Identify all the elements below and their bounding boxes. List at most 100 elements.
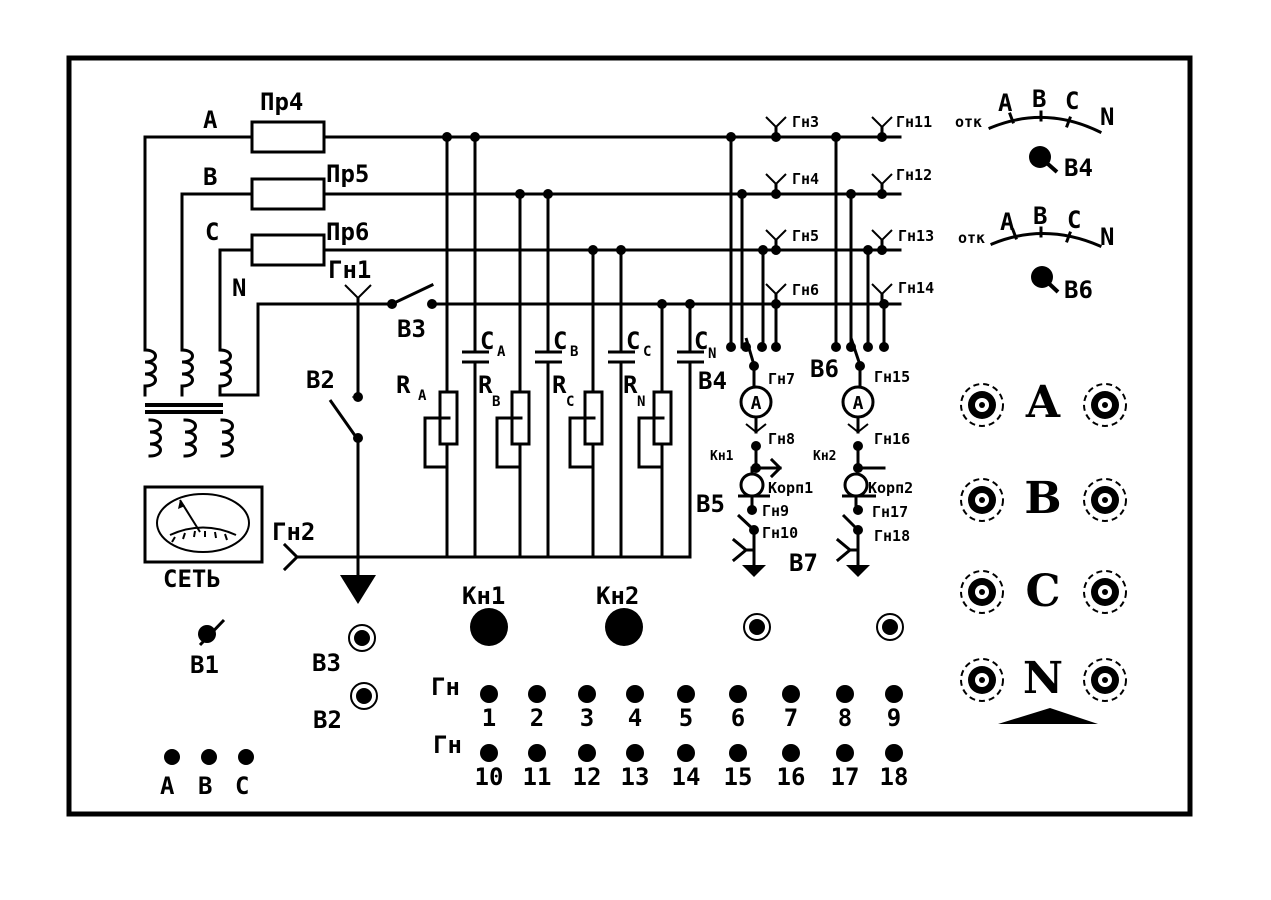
fuse-pr5-label: Пр5 — [326, 160, 369, 188]
terminal-a-left[interactable] — [960, 383, 1004, 427]
socket-gn10-label: Гн10 — [762, 524, 798, 542]
socket-gn11-label: Гн11 — [896, 113, 932, 131]
switch-v4-schematic-label: В4 — [698, 367, 727, 395]
phase-n-label: N — [232, 274, 246, 302]
terminal-a-right[interactable] — [1083, 383, 1127, 427]
socket-gn13-label: Гн13 — [898, 227, 934, 245]
terminal-n-label: N — [1023, 653, 1063, 704]
socket-gn11[interactable] — [528, 744, 546, 762]
button-kn2[interactable] — [605, 608, 643, 646]
switch-v6-panel-label: В6 — [1064, 276, 1093, 304]
terminal-n-right[interactable] — [1083, 658, 1127, 702]
button-kn1-label: Кн1 — [462, 582, 505, 610]
res-n-label: R — [623, 371, 638, 399]
socket-gn8-label: Гн8 — [768, 430, 795, 448]
socket-gn6-label: Гн6 — [792, 281, 819, 299]
socket-gn9[interactable] — [885, 685, 903, 703]
switch-v4-panel-label: В4 — [1064, 154, 1093, 182]
switch-v2-schematic-label: В2 — [306, 366, 335, 394]
voltmeter-label: СЕТЬ — [163, 565, 221, 593]
cap-n-sub: N — [708, 346, 716, 362]
socket-number-label: 15 — [724, 763, 753, 791]
socket-gn5[interactable] — [677, 685, 695, 703]
socket-number-label: 17 — [831, 763, 860, 791]
switch-v3-panel-label: В3 — [312, 649, 341, 677]
socket-gn3-label: Гн3 — [792, 113, 819, 131]
phase-a-label: A — [203, 106, 218, 134]
socket-gn10[interactable] — [480, 744, 498, 762]
res-b-sub: B — [492, 394, 500, 410]
switch-v4-knob[interactable] — [1029, 146, 1059, 174]
selector-v6-n: N — [1100, 223, 1114, 251]
network-voltmeter — [143, 485, 264, 564]
socket-gn4-label: Гн4 — [792, 170, 819, 188]
switch-v1-label: В1 — [190, 651, 219, 679]
switch-v1-knob[interactable] — [198, 618, 226, 647]
socket-gn7[interactable] — [782, 685, 800, 703]
socket-gn15[interactable] — [729, 744, 747, 762]
terminal-b-right[interactable] — [1083, 478, 1127, 522]
switch-v3-schematic-label: В3 — [397, 315, 426, 343]
socket-gn2-symbol — [282, 542, 300, 572]
socket-gn4[interactable] — [626, 685, 644, 703]
socket-number-label: 5 — [679, 704, 693, 732]
switch-v2-button[interactable] — [350, 682, 378, 710]
socket-gn6-symbol — [765, 283, 787, 306]
socket-gn1[interactable] — [480, 685, 498, 703]
socket-gn18-label: Гн18 — [874, 527, 910, 545]
socket-gn18[interactable] — [885, 744, 903, 762]
socket-gn2-label: Гн2 — [272, 518, 315, 546]
socket-number-label: 13 — [621, 763, 650, 791]
neutral-branch — [328, 284, 437, 604]
switch-v5-label: В5 — [696, 490, 725, 518]
selector-v6-c: C — [1067, 206, 1081, 234]
socket-b-dot[interactable] — [201, 749, 217, 765]
transformer-icon — [143, 338, 234, 458]
terminal-b-left[interactable] — [960, 478, 1004, 522]
load-network — [423, 132, 704, 559]
socket-gn14-label: Гн14 — [898, 279, 934, 297]
selector-v4-dial — [988, 110, 1103, 135]
socket-gn13[interactable] — [626, 744, 644, 762]
fuse-pr4-label: Пр4 — [260, 88, 303, 116]
fuse-pr4 — [250, 120, 326, 154]
switch-v7-button[interactable] — [876, 613, 904, 641]
selector-v4-off: отк — [955, 113, 982, 131]
cap-n-label: C — [694, 327, 708, 355]
socket-gn13-symbol — [871, 229, 893, 255]
button-kn1[interactable] — [470, 608, 508, 646]
socket-gn6[interactable] — [729, 685, 747, 703]
socket-gn8[interactable] — [836, 685, 854, 703]
button-kn2-schematic-label: Кн2 — [813, 449, 836, 464]
switch-v5-button[interactable] — [743, 613, 771, 641]
selector-v6-a: A — [1000, 208, 1015, 236]
socket-gn12[interactable] — [578, 744, 596, 762]
res-a-sub: A — [418, 388, 427, 404]
socket-c-dot[interactable] — [238, 749, 254, 765]
ammeter-1-letter: A — [751, 393, 762, 414]
switch-v3-button[interactable] — [348, 624, 376, 652]
terminal-n-left[interactable] — [960, 658, 1004, 702]
terminal-c-left[interactable] — [960, 570, 1004, 614]
socket-row2-label: Гн — [433, 731, 462, 759]
switch-v2-panel-label: В2 — [313, 706, 342, 734]
socket-gn12-label: Гн12 — [896, 166, 932, 184]
socket-gn2[interactable] — [528, 685, 546, 703]
res-b-label: R — [478, 371, 493, 399]
socket-gn16[interactable] — [782, 744, 800, 762]
selector-v6-off: отк — [958, 229, 985, 247]
socket-a-dot[interactable] — [164, 749, 180, 765]
socket-gn17[interactable] — [836, 744, 854, 762]
socket-gn14[interactable] — [677, 744, 695, 762]
socket-number-label: 9 — [887, 704, 901, 732]
fuse-pr6 — [250, 233, 326, 267]
fuse-pr6-label: Пр6 — [326, 218, 369, 246]
selector-v6-dial — [990, 226, 1102, 248]
ammeter-2-letter: A — [853, 393, 864, 414]
socket-gn3[interactable] — [578, 685, 596, 703]
socket-gn16-label: Гн16 — [874, 430, 910, 448]
socket-number-label: 10 — [475, 763, 504, 791]
terminal-c-right[interactable] — [1083, 570, 1127, 614]
switch-v6-knob[interactable] — [1031, 266, 1060, 294]
